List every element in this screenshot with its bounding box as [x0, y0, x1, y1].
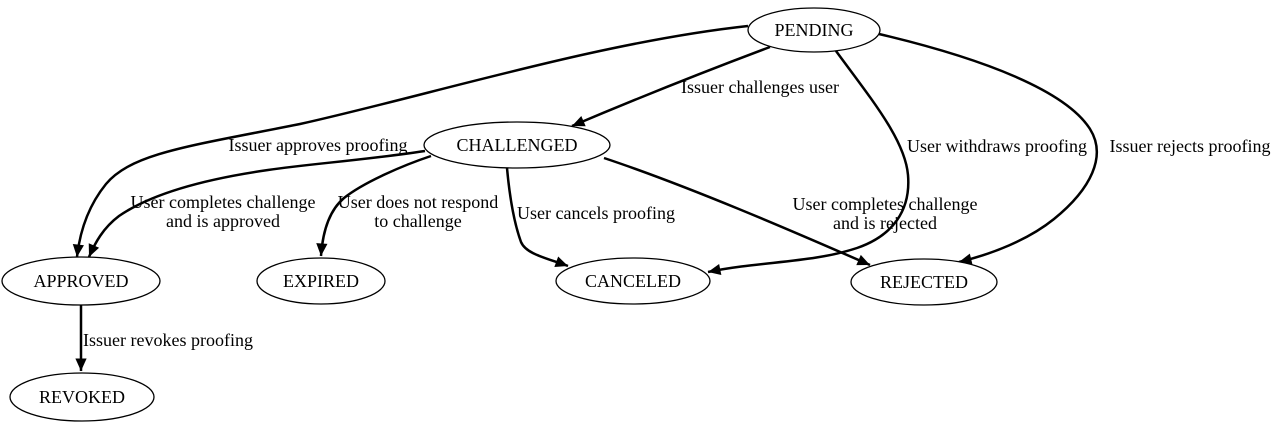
expired-ellipse: [256, 257, 386, 305]
state-node-pending: PENDING: [747, 7, 881, 53]
edge-pending-canceled: [707, 50, 910, 276]
edge-challenged-canceled: [505, 167, 569, 268]
edge-challenged-rejected: [603, 156, 871, 267]
expired-label: EXPIRED: [283, 271, 359, 291]
state-node-approved: APPROVED: [1, 256, 161, 306]
state-node-canceled: CANCELED: [555, 257, 711, 305]
rejected-ellipse: [850, 258, 998, 306]
state-node-revoked: REVOKED: [9, 372, 155, 422]
edge-label-issuer-approves-proofing: Issuer approves proofing: [229, 135, 408, 155]
challenged-label: CHALLENGED: [457, 135, 578, 155]
edge-pending-rejected: [878, 32, 1099, 265]
pending-ellipse: [747, 7, 881, 53]
canceled-label: CANCELED: [585, 271, 681, 291]
pending-label: PENDING: [775, 20, 854, 40]
edge-pending-challenged: [571, 45, 771, 128]
canceled-ellipse: [555, 257, 711, 305]
edge-pending-approved: [72, 24, 749, 258]
rejected-label: REJECTED: [880, 272, 968, 292]
edge-challenged-approved: [87, 149, 426, 258]
state-node-rejected: REJECTED: [850, 258, 998, 306]
approved-label: APPROVED: [33, 271, 128, 291]
edge-label-user-cancels-proofing: User cancels proofing: [517, 203, 675, 223]
edge-label-user-completes-challenge-approved-line1: User completes challenge: [131, 192, 316, 212]
edge-label-user-completes-challenge-rejected-line1: User completes challenge: [793, 194, 978, 214]
edge-label-issuer-challenges-user: Issuer challenges user: [681, 77, 839, 97]
state-nodes: PENDING CHALLENGED APPROVED EXPIRED CANC…: [1, 7, 998, 422]
edge-label-user-does-not-respond-line1: User does not respond: [338, 192, 498, 212]
approved-ellipse: [1, 256, 161, 306]
edge-label-issuer-rejects-proofing: Issuer rejects proofing: [1110, 136, 1271, 156]
revoked-ellipse: [9, 372, 155, 422]
edge-label-issuer-revokes-proofing: Issuer revokes proofing: [83, 330, 253, 350]
edges: [72, 24, 1099, 371]
edge-label-user-completes-challenge-rejected-line2: and is rejected: [833, 213, 937, 233]
challenged-ellipse: [423, 121, 611, 169]
edge-label-user-withdraws-proofing: User withdraws proofing: [907, 136, 1087, 156]
state-node-challenged: CHALLENGED: [423, 121, 611, 169]
edge-challenged-expired: [316, 154, 432, 257]
edge-labels: Issuer challenges user Issuer approves p…: [83, 77, 1270, 350]
revoked-label: REVOKED: [39, 387, 125, 407]
edge-label-user-completes-challenge-approved-line2: and is approved: [166, 211, 280, 231]
state-node-expired: EXPIRED: [256, 257, 386, 305]
edge-label-user-does-not-respond-line2: to challenge: [374, 211, 461, 231]
